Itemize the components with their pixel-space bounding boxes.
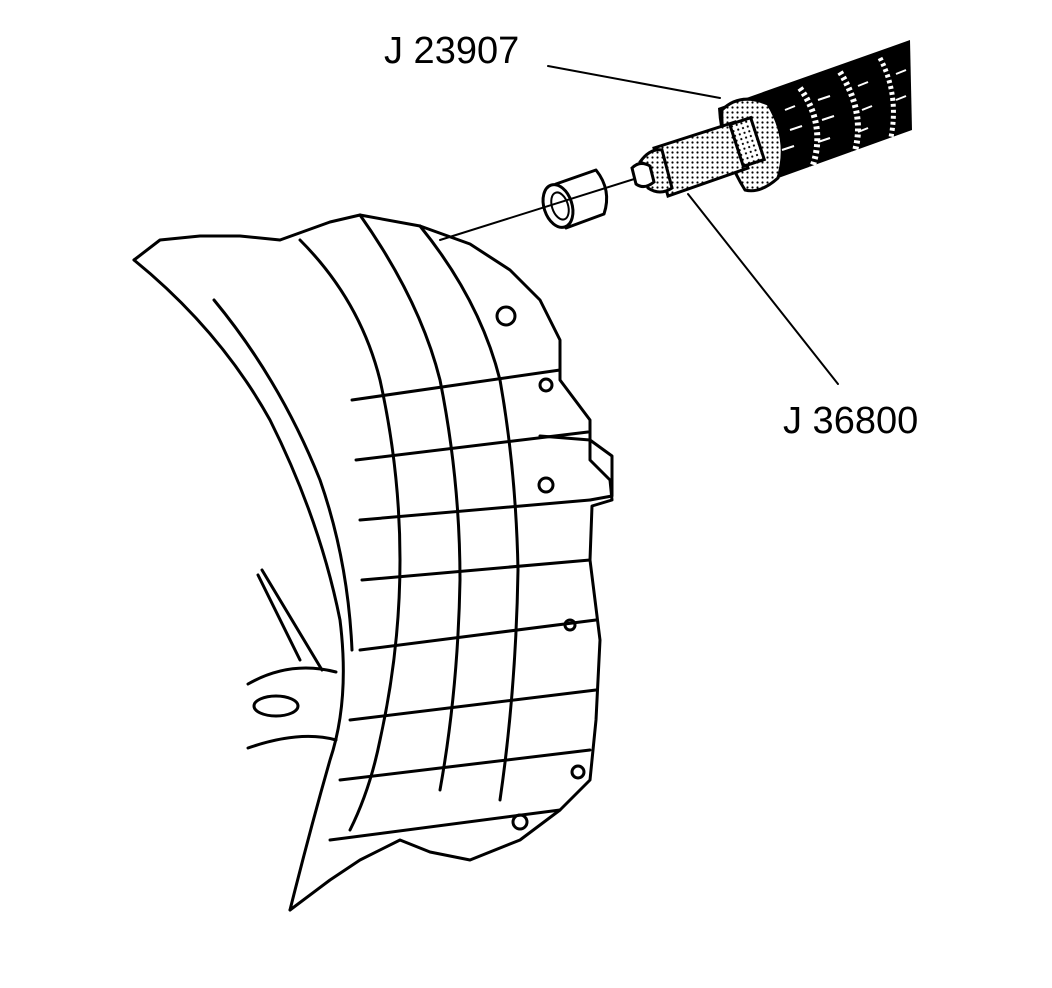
label-j23907: J 23907 (384, 30, 520, 72)
leader-line-j23907 (547, 65, 721, 99)
bushing (541, 168, 609, 230)
leader-line-j36800 (687, 193, 839, 385)
transmission-case (132, 213, 614, 912)
bushing-installer-tool (630, 115, 767, 198)
label-j36800: J 36800 (783, 400, 919, 442)
